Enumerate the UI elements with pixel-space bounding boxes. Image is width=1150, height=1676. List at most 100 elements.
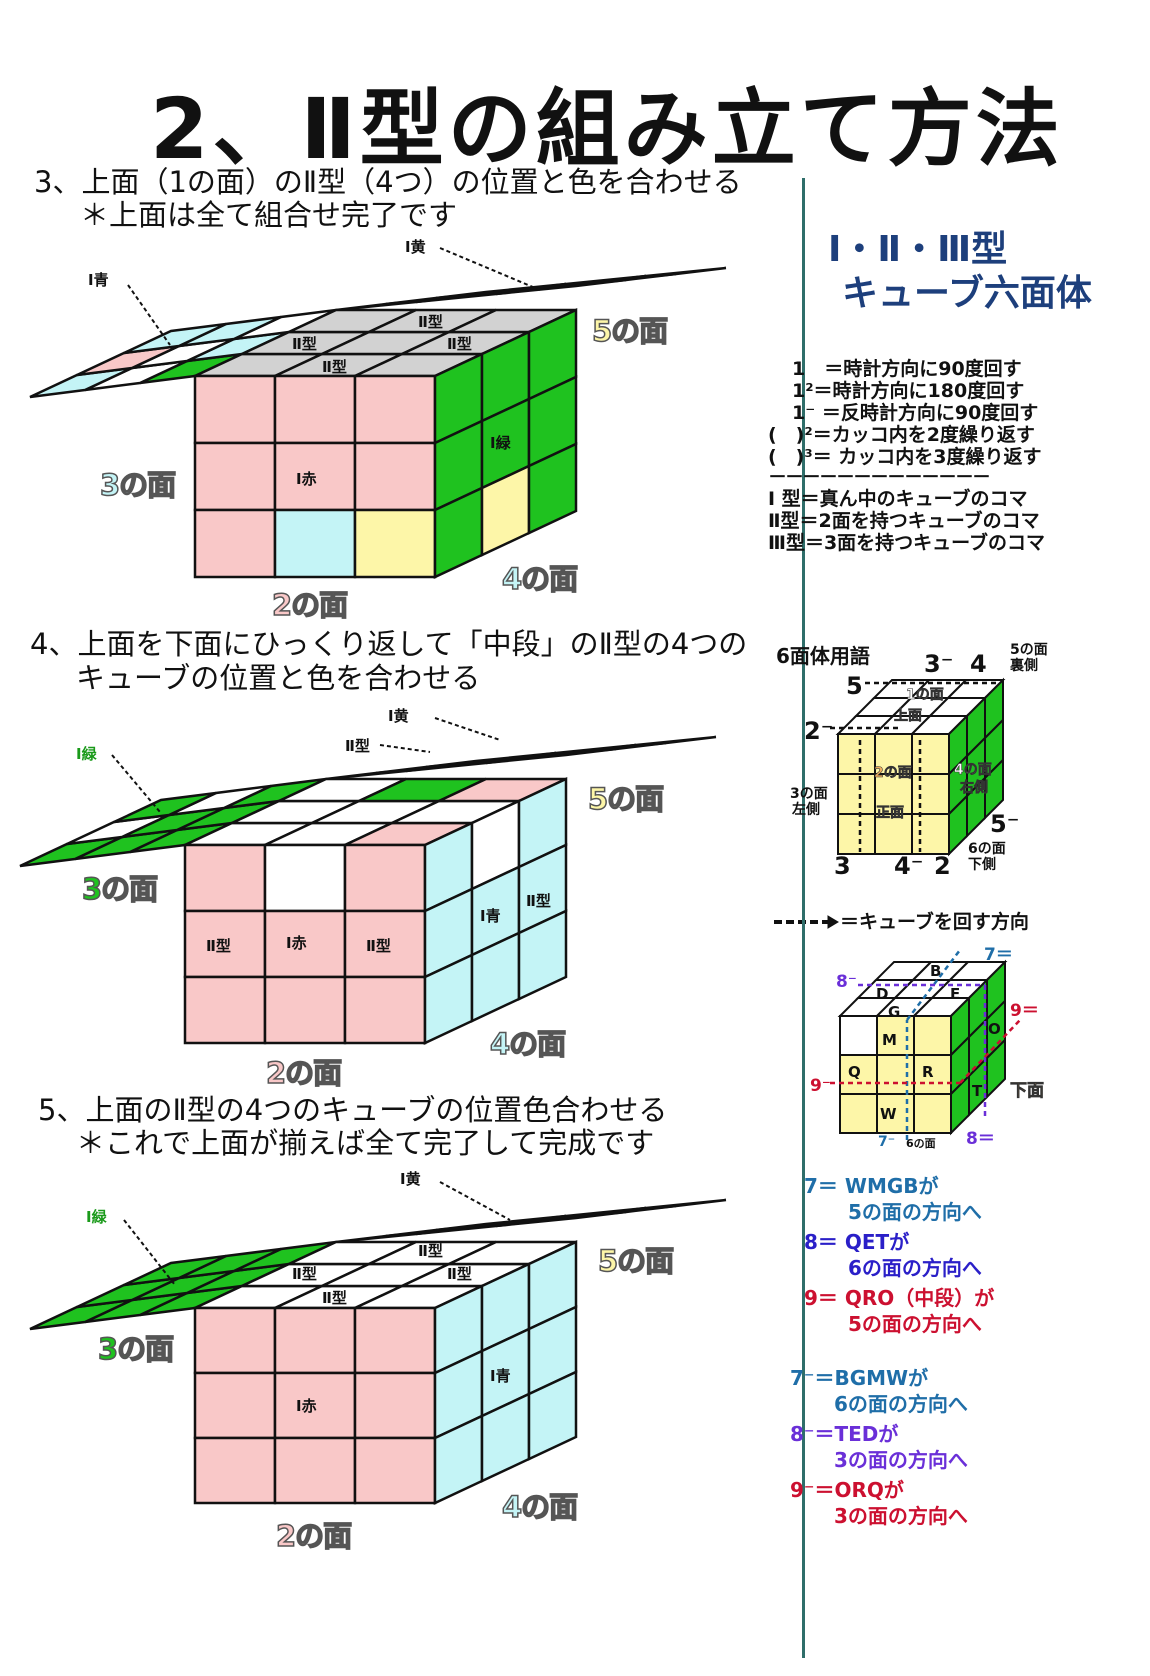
pointer-arrow xyxy=(439,1181,511,1221)
front-sticker xyxy=(183,843,267,913)
flap-sticker xyxy=(123,1254,227,1287)
flap-sticker xyxy=(595,266,727,284)
flap-sticker xyxy=(585,735,717,753)
label: Ⅰ青 xyxy=(88,271,109,289)
face-label: 2の面 xyxy=(265,1055,343,1091)
move-desc: 5の面の方向へ xyxy=(848,1200,982,1224)
move-key: 8＝ xyxy=(804,1230,838,1254)
notation-item: ( )²＝カッコ内を2度繰り返す xyxy=(768,424,1035,446)
label: 8⁻ xyxy=(836,972,857,992)
label: 右側 xyxy=(960,780,989,796)
front-sticker xyxy=(839,1015,878,1056)
label: T xyxy=(972,1082,983,1100)
label: 7⁻ xyxy=(878,1134,896,1150)
label: B xyxy=(930,962,942,980)
step3-subheading: ＊上面は全て組合せ完了です xyxy=(80,198,458,232)
move-desc: 5の面の方向へ xyxy=(848,1312,982,1336)
label: 左側 xyxy=(792,802,820,818)
type-item: Ⅰ 型＝真ん中のキューブのコマ xyxy=(768,488,1028,510)
label: 下側 xyxy=(968,857,996,873)
front-sticker xyxy=(273,1306,357,1375)
move-desc: ORQが xyxy=(834,1478,904,1502)
label: Ⅱ型 xyxy=(366,937,391,955)
move-7-line xyxy=(906,949,961,1021)
face-label: 3の面 xyxy=(97,1331,175,1367)
label: 5の面 xyxy=(1010,642,1048,658)
face-label: 5の面 xyxy=(591,313,669,349)
front-sticker xyxy=(837,813,876,855)
label: 8＝ xyxy=(966,1129,995,1149)
step4-heading: 4、上面を下面にひっくり返して「中段」のⅡ型の4つの xyxy=(30,627,748,661)
front-sticker xyxy=(193,1371,277,1440)
label: 4 xyxy=(970,650,987,678)
label: 2⁻ xyxy=(804,717,834,745)
pointer-arrow xyxy=(111,754,161,813)
label: 6の面 xyxy=(968,841,1006,857)
front-sticker xyxy=(911,733,950,775)
right-sticker xyxy=(984,757,1004,821)
pointer-arrow xyxy=(434,717,501,741)
front-sticker xyxy=(353,1306,437,1375)
front-sticker xyxy=(353,508,437,579)
front-sticker xyxy=(343,975,427,1045)
front-sticker xyxy=(193,1436,277,1505)
front-sticker xyxy=(913,1015,952,1056)
right-sticker xyxy=(517,909,568,1001)
face-label: 3の面 xyxy=(81,871,159,907)
label: 3 xyxy=(834,852,851,880)
move-desc: TEDが xyxy=(834,1422,899,1446)
front-sticker xyxy=(837,773,876,815)
label: Ⅱ型 xyxy=(292,1265,317,1283)
notation-item: ( )³＝ カッコ内を3度繰り返す xyxy=(768,446,1042,468)
step4-subheading: キューブの位置と色を合わせる xyxy=(76,661,481,695)
label: 3⁻ xyxy=(924,650,954,678)
notation-item: 1⁻ ＝反時計方向に90度回す xyxy=(792,402,1039,424)
type-item: Ⅲ型＝3面を持つキューブのコマ xyxy=(768,532,1046,554)
front-sticker xyxy=(911,813,950,855)
sidebar-title-line1: Ⅰ・Ⅱ・Ⅲ型 xyxy=(828,229,1008,270)
label: O xyxy=(988,1020,1001,1038)
column-divider xyxy=(802,178,805,1658)
label: Ⅰ黄 xyxy=(388,707,409,725)
face-label: 4の面 xyxy=(501,561,579,597)
label: 正面 xyxy=(876,805,905,821)
front-sticker xyxy=(273,374,357,445)
label: 4⁻ xyxy=(894,852,924,880)
type-definitions: Ⅰ 型＝真ん中のキューブのコマ Ⅱ型＝2面を持つキューブのコマ Ⅲ型＝3面を持つ… xyxy=(768,488,1045,554)
flap-sticker xyxy=(595,1198,727,1216)
flap-sticker xyxy=(113,791,217,824)
right-sticker xyxy=(527,442,578,535)
label: 6の面 xyxy=(906,1137,936,1150)
sidebar-title-line2: キューブ六面体 xyxy=(842,273,1092,314)
move-desc: 6の面の方向へ xyxy=(848,1256,982,1280)
move-9-line xyxy=(959,1019,1021,1084)
front-sticker xyxy=(911,773,950,815)
label: 2の面 xyxy=(874,765,912,781)
step5-heading: 5、上面のⅡ型の4つのキューブの位置色合わせる xyxy=(38,1093,668,1127)
label: Ⅰ緑 xyxy=(86,1208,107,1226)
move-desc: QETが xyxy=(844,1230,910,1254)
label: Ⅰ赤 xyxy=(296,470,317,488)
front-sticker xyxy=(343,843,427,913)
arrowhead-icon xyxy=(827,915,839,929)
label: Ⅰ赤 xyxy=(296,1397,317,1415)
move-key: 7⁻＝ xyxy=(790,1366,835,1390)
label: W xyxy=(880,1105,897,1123)
label: M xyxy=(882,1031,897,1049)
front-sticker xyxy=(273,508,357,579)
label: 1の面 xyxy=(906,687,944,703)
label: 下面 xyxy=(1010,1081,1045,1102)
label: 裏側 xyxy=(1010,658,1038,674)
flap-sticker xyxy=(123,322,227,355)
label: R xyxy=(922,1063,934,1081)
page-title: 2、Ⅱ型の組み立て方法 xyxy=(150,80,1064,178)
label: Ⅱ型 xyxy=(322,1289,347,1307)
front-sticker xyxy=(193,1306,277,1375)
notation-item: 1²＝時計方向に180度回す xyxy=(792,380,1025,402)
move-key: 9＝ xyxy=(804,1286,838,1310)
move-desc: QRO（中段）が xyxy=(844,1286,995,1310)
face-label: 5の面 xyxy=(587,781,665,817)
arrow-legend: ＝キューブを回す方向 xyxy=(840,911,1029,933)
front-sticker xyxy=(193,508,277,579)
